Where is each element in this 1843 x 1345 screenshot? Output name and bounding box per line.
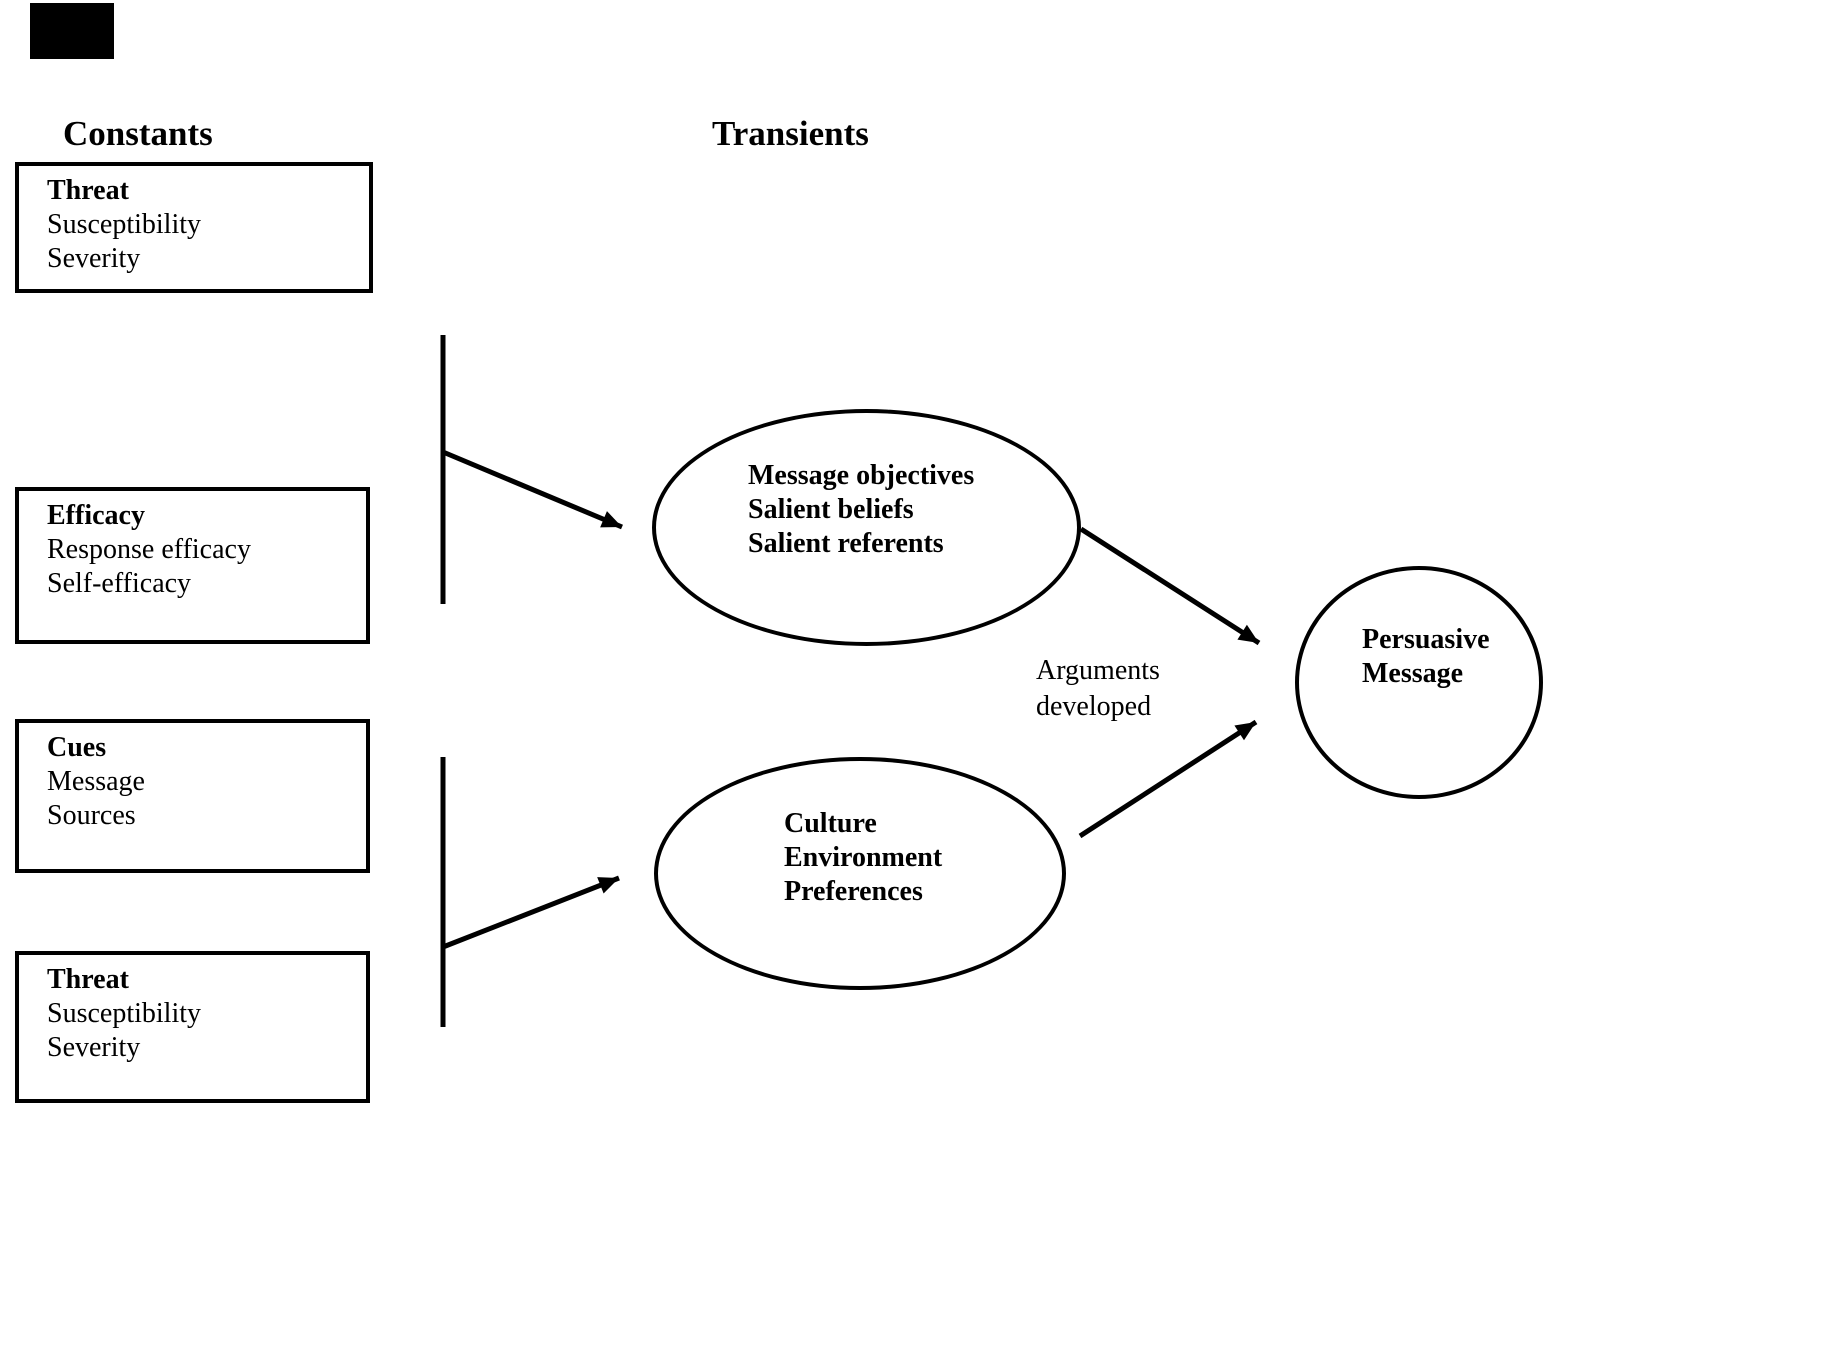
arrow-constants-to-culture — [442, 875, 620, 950]
threat-box-top-line-1: Susceptibility — [47, 209, 201, 240]
persuasive-message-circle — [1295, 566, 1543, 799]
persuasive-message-line-2: Message — [1362, 658, 1464, 689]
arrow-constants-to-message-objectives — [442, 449, 623, 530]
transients-heading: Transients — [712, 114, 869, 153]
arrow-message-objectives-to-persuasive — [1079, 526, 1261, 646]
message-objectives-line-2: Salient beliefs — [748, 494, 914, 525]
message-objectives-line-1: Message objectives — [748, 460, 975, 491]
threat-box-top-title: Threat — [47, 175, 129, 206]
message-objectives-ellipse — [652, 409, 1081, 646]
efficacy-box-line-2: Self-efficacy — [47, 568, 192, 599]
cues-box: Cues Message Sources — [15, 719, 370, 873]
threat-box-bottom: Threat Susceptibility Severity — [15, 951, 370, 1103]
culture-line-1: Culture — [784, 808, 877, 839]
arguments-developed-line-1: Arguments — [1036, 655, 1160, 686]
efficacy-box-line-1: Response efficacy — [47, 534, 251, 565]
cues-box-line-2: Sources — [47, 800, 136, 831]
culture-ellipse-text: Culture Environment Preferences — [784, 807, 942, 909]
culture-ellipse — [654, 757, 1066, 990]
cues-box-title: Cues — [47, 732, 107, 763]
culture-line-2: Environment — [784, 842, 943, 873]
persuasive-message-circle-text: Persuasive Message — [1362, 623, 1490, 691]
threat-box-bottom-title: Threat — [47, 964, 129, 995]
threat-box-top-line-2: Severity — [47, 243, 141, 274]
arrow-culture-to-persuasive — [1078, 719, 1258, 839]
arguments-developed-label: Arguments developed — [1036, 653, 1160, 725]
constants-heading: Constants — [63, 114, 213, 153]
persuasive-message-line-1: Persuasive — [1362, 624, 1490, 655]
threat-box-bottom-line-2: Severity — [47, 1032, 141, 1063]
efficacy-box-title: Efficacy — [47, 500, 145, 531]
efficacy-box: Efficacy Response efficacy Self-efficacy — [15, 487, 370, 644]
message-objectives-ellipse-text: Message objectives Salient beliefs Salie… — [748, 459, 974, 561]
cues-box-line-1: Message — [47, 766, 145, 797]
scan-artifact-bar — [30, 3, 114, 59]
arguments-developed-line-2: developed — [1036, 691, 1152, 722]
culture-line-3: Preferences — [784, 876, 923, 907]
message-objectives-line-3: Salient referents — [748, 528, 944, 559]
threat-box-bottom-line-1: Susceptibility — [47, 998, 201, 1029]
threat-box-top: Threat Susceptibility Severity — [15, 162, 373, 293]
